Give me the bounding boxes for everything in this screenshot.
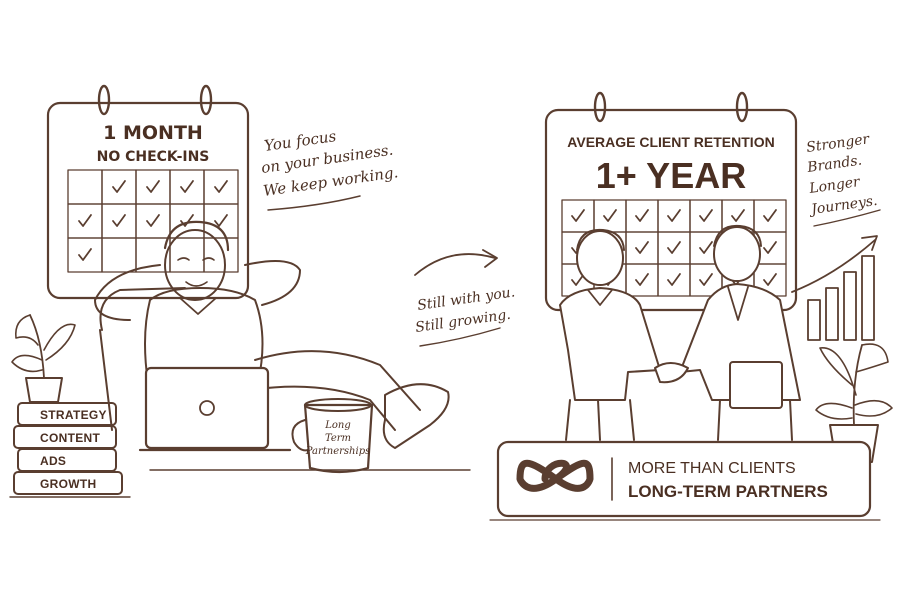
handshake-men (559, 224, 801, 441)
mug-line-3: Partnerships (305, 446, 370, 457)
check-icon (112, 180, 126, 193)
banner-line-1: MORE THAN CLIENTS (628, 460, 796, 477)
mug-icon: Long Term Partnerships (291, 398, 374, 474)
calendar-cell (753, 199, 787, 233)
middle-note: Still with you. Still growing. (414, 249, 516, 347)
calendar-cell (657, 231, 691, 265)
check-icon (146, 180, 160, 193)
book-label-growth: GROWTH (40, 477, 96, 491)
calendar-cell (135, 203, 171, 239)
growth-bars (791, 235, 878, 341)
check-icon (667, 273, 681, 286)
check-icon (763, 241, 777, 254)
check-icon (214, 214, 228, 227)
mug-line-2: Term (325, 433, 351, 444)
check-icon (699, 209, 713, 222)
right-note-line-3: Longer (807, 174, 862, 197)
book-stack: STRATEGY CONTENT ADS GROWTH (13, 402, 123, 495)
left-calendar: 1 MONTH NO CHECK-INS (46, 84, 250, 300)
calendar-cell (657, 199, 691, 233)
calendar-cell (625, 231, 659, 265)
check-icon (571, 273, 585, 286)
check-icon (635, 241, 649, 254)
left-calendar-grid (67, 169, 239, 273)
calendar-cell (101, 237, 137, 273)
calendar-cell (625, 263, 659, 297)
calendar-cell (67, 169, 103, 205)
relaxed-man (94, 220, 450, 449)
check-icon (214, 180, 228, 193)
infinity-icon (516, 459, 594, 492)
calendar-cell (169, 169, 205, 205)
calendar-cell (593, 199, 627, 233)
right-note-line-2: Brands. (805, 152, 863, 176)
arrow-icon (791, 239, 876, 293)
check-icon (180, 214, 194, 227)
mug-line-1: Long (324, 420, 351, 431)
calendar-cell (67, 237, 103, 273)
calendar-ring-icon (735, 91, 749, 123)
check-icon (667, 241, 681, 254)
check-icon (763, 273, 777, 286)
left-note: You focus on your business. We keep work… (260, 127, 399, 211)
calendar-ring-icon (199, 84, 213, 116)
check-icon (112, 214, 126, 227)
check-icon (571, 209, 585, 222)
calendar-cell (169, 237, 205, 273)
calendar-cell (101, 203, 137, 239)
calendar-cell (625, 199, 659, 233)
calendar-cell (135, 169, 171, 205)
laptop-icon (138, 366, 292, 452)
plant-icon (11, 314, 76, 403)
left-calendar-subtitle: NO CHECK-INS (97, 149, 210, 165)
check-icon (146, 214, 160, 227)
retention-headline: 1+ YEAR (596, 155, 746, 196)
book-label-strategy: STRATEGY (40, 408, 107, 422)
right-note: Stronger Brands. Longer Journeys. (805, 131, 881, 227)
calendar-cell (101, 169, 137, 205)
check-icon (635, 273, 649, 286)
check-icon (699, 241, 713, 254)
check-icon (667, 209, 681, 222)
check-icon (731, 209, 745, 222)
book-label-content: CONTENT (40, 431, 100, 445)
partners-banner: MORE THAN CLIENTS LONG-TERM PARTNERS (496, 440, 872, 518)
banner-line-2: LONG-TERM PARTNERS (628, 482, 828, 501)
calendar-cell (203, 169, 239, 205)
arrow-icon (414, 253, 496, 276)
left-calendar-title: 1 MONTH (103, 122, 203, 144)
calendar-cell (203, 237, 239, 273)
calendar-ring-icon (593, 91, 607, 123)
check-icon (78, 214, 92, 227)
right-calendar-title: AVERAGE CLIENT RETENTION (567, 134, 774, 150)
calendar-cell (689, 199, 723, 233)
book-label-ads: ADS (40, 454, 66, 468)
calendar-cell (67, 203, 103, 239)
calendar-ring-icon (97, 84, 111, 116)
check-icon (603, 209, 617, 222)
check-icon (180, 180, 194, 193)
check-icon (635, 209, 649, 222)
right-note-line-1: Stronger (805, 131, 871, 156)
right-note-line-4: Journeys. (807, 193, 878, 219)
check-icon (699, 273, 713, 286)
calendar-cell (657, 263, 691, 297)
check-icon (763, 209, 777, 222)
check-icon (78, 248, 92, 261)
calendar-cell (561, 199, 595, 233)
